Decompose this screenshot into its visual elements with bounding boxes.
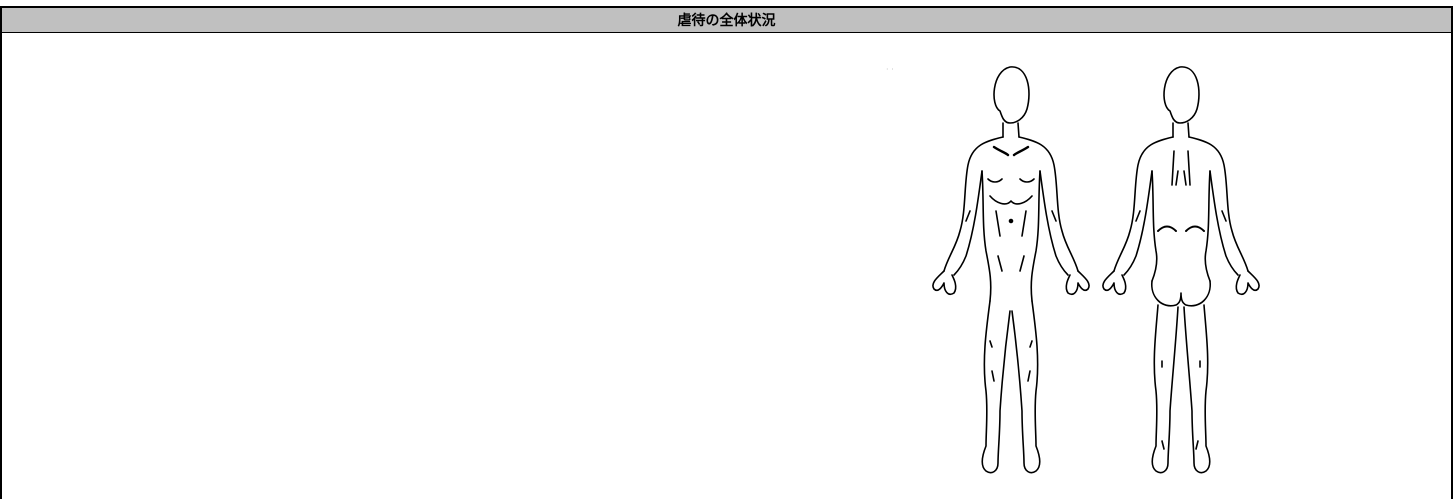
scan-artifact: · · [886, 65, 894, 74]
panel-title: 虐待の全体状況 [2, 8, 1451, 33]
front-body-icon [932, 66, 1090, 474]
abuse-overview-panel: 虐待の全体状況 [0, 6, 1453, 499]
back-body-icon [1102, 66, 1260, 474]
panel-content: · · [2, 33, 1451, 499]
body-diagram [882, 61, 1322, 486]
